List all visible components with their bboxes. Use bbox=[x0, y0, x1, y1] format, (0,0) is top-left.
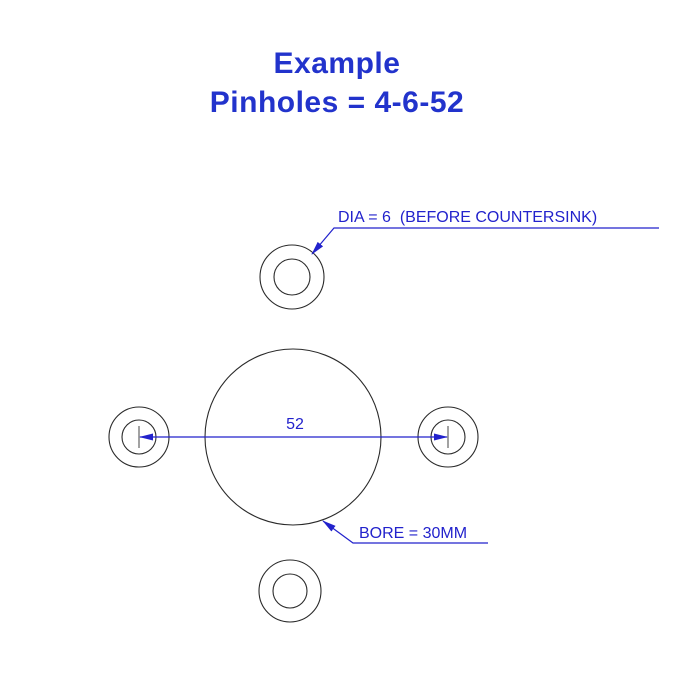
dimension-group bbox=[139, 227, 659, 544]
bore-label: BORE = 30MM bbox=[359, 525, 467, 542]
top-pinhole-outer-circle bbox=[259, 244, 325, 310]
top-pinhole-inner-circle bbox=[273, 258, 311, 296]
bottom-pinhole-inner-circle bbox=[272, 573, 308, 609]
pinhole-dia-leader-line bbox=[311, 227, 659, 255]
bottom-pinhole-outer-circle bbox=[258, 559, 322, 623]
pcd-dimension-value: 52 bbox=[286, 416, 304, 433]
bore-leader-line bbox=[322, 520, 488, 544]
title-block: Example Pinholes = 4-6-52 bbox=[0, 44, 687, 122]
title-line-2: Pinholes = 4-6-52 bbox=[209, 86, 465, 119]
title-line-1: Example bbox=[273, 47, 401, 80]
pinhole-dia-label: DIA = 6 (BEFORE COUNTERSINK) bbox=[338, 209, 597, 226]
geometry-group bbox=[108, 244, 479, 623]
